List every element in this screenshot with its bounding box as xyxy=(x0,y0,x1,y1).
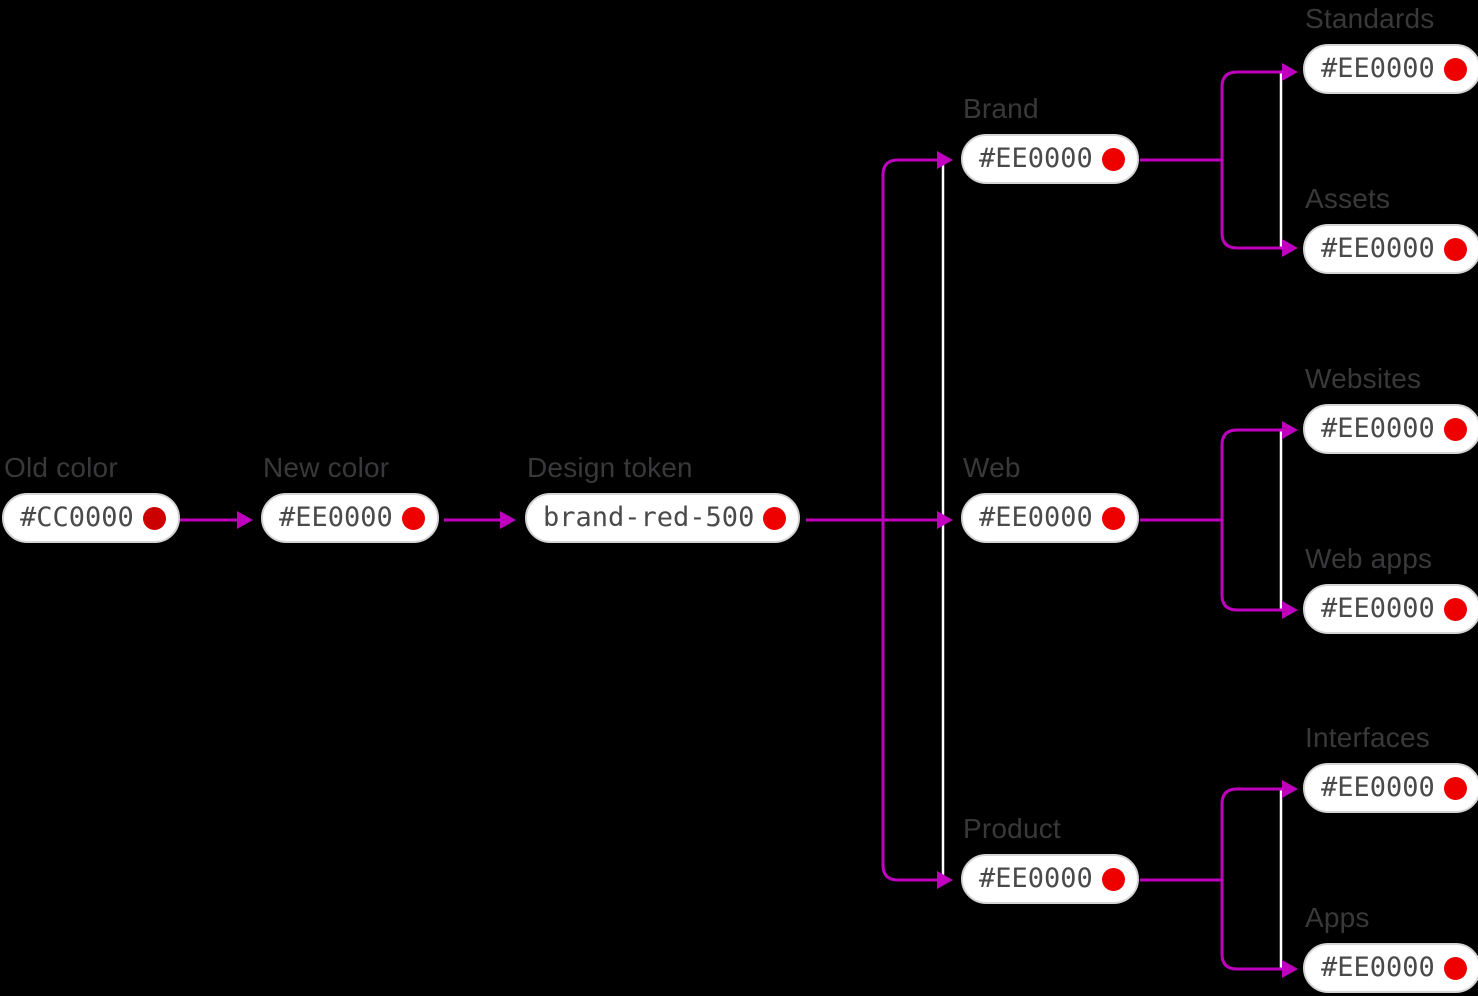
node-old-color: Old color #CC0000 xyxy=(2,452,180,543)
color-swatch-dot xyxy=(1443,776,1467,800)
node-label: Design token xyxy=(527,452,693,483)
node-apps: Apps #EE0000 xyxy=(1303,902,1478,993)
color-pill: #EE0000 xyxy=(1303,404,1478,454)
color-pill: #EE0000 xyxy=(961,854,1139,904)
color-pill: #EE0000 xyxy=(1303,44,1478,94)
color-pill: #EE0000 xyxy=(1303,224,1478,274)
connector-web-to-webapps xyxy=(1220,520,1283,612)
color-swatch-dot xyxy=(763,506,787,530)
connector-brand-to-assets xyxy=(1220,160,1283,250)
arrowhead-standards xyxy=(1282,63,1298,81)
node-websites: Websites #EE0000 xyxy=(1303,363,1478,454)
color-pill: #EE0000 xyxy=(961,134,1139,184)
arrowhead-brand xyxy=(937,151,953,169)
node-web-apps: Web apps #EE0000 xyxy=(1303,543,1478,634)
node-label: Web apps xyxy=(1305,543,1433,574)
arrowhead-websites xyxy=(1282,421,1298,439)
node-standards: Standards #EE0000 xyxy=(1303,3,1478,94)
node-new-color: New color #EE0000 xyxy=(261,452,439,543)
color-pill: #EE0000 xyxy=(1303,763,1478,813)
pill-value: #EE0000 xyxy=(1321,412,1435,444)
arrowhead-web xyxy=(937,511,953,529)
color-pill: #CC0000 xyxy=(2,493,180,543)
color-pill: #EE0000 xyxy=(1303,943,1478,993)
pill-value: #EE0000 xyxy=(1321,592,1435,624)
connector-web-to-websites xyxy=(1220,428,1283,520)
color-swatch-dot xyxy=(1443,237,1467,261)
node-product: Product #EE0000 xyxy=(961,813,1139,904)
color-swatch-dot xyxy=(1443,956,1467,980)
arrowhead-interfaces xyxy=(1282,780,1298,798)
node-label: Old color xyxy=(4,452,118,483)
node-web: Web #EE0000 xyxy=(961,452,1139,543)
pill-value: #CC0000 xyxy=(20,501,134,533)
pill-value: #EE0000 xyxy=(1321,232,1435,264)
pill-value: #EE0000 xyxy=(979,142,1093,174)
color-swatch-dot xyxy=(401,506,425,530)
pill-value: brand-red-500 xyxy=(543,501,755,533)
color-pill: #EE0000 xyxy=(261,493,439,543)
arrowhead-apps xyxy=(1282,960,1298,978)
connector-token-to-brand xyxy=(881,158,938,520)
node-label: Apps xyxy=(1305,902,1370,933)
node-assets: Assets #EE0000 xyxy=(1303,183,1478,274)
node-label: Brand xyxy=(963,93,1039,124)
color-pill: #EE0000 xyxy=(1303,584,1478,634)
node-label: Product xyxy=(963,813,1061,844)
connector-token-to-product xyxy=(881,520,938,882)
pill-value: #EE0000 xyxy=(279,501,393,533)
connector-product-to-interfaces xyxy=(1220,787,1283,880)
node-interfaces: Interfaces #EE0000 xyxy=(1303,722,1478,813)
arrowhead-webapps xyxy=(1282,601,1298,619)
token-pill: brand-red-500 xyxy=(525,493,801,543)
pill-value: #EE0000 xyxy=(1321,771,1435,803)
pill-value: #EE0000 xyxy=(979,501,1093,533)
connector-product-to-apps xyxy=(1220,880,1283,971)
connector-brand-to-standards xyxy=(1220,70,1283,160)
color-swatch-dot xyxy=(142,506,166,530)
node-label: Assets xyxy=(1305,183,1391,214)
pill-value: #EE0000 xyxy=(1321,52,1435,84)
color-swatch-dot xyxy=(1101,147,1125,171)
pill-value: #EE0000 xyxy=(1321,951,1435,983)
node-brand: Brand #EE0000 xyxy=(961,93,1139,184)
color-swatch-dot xyxy=(1101,867,1125,891)
color-pill: #EE0000 xyxy=(961,493,1139,543)
arrowhead-assets xyxy=(1282,239,1298,257)
color-swatch-dot xyxy=(1443,57,1467,81)
color-swatch-dot xyxy=(1443,597,1467,621)
node-label: Interfaces xyxy=(1305,722,1430,753)
arrowhead-product xyxy=(937,871,953,889)
node-label: Standards xyxy=(1305,3,1435,34)
arrowhead-design-token xyxy=(500,511,516,529)
color-swatch-dot xyxy=(1443,417,1467,441)
node-label: New color xyxy=(263,452,390,483)
arrowhead-new-color xyxy=(237,511,253,529)
node-label: Websites xyxy=(1305,363,1422,394)
node-label: Web xyxy=(963,452,1021,483)
node-design-token: Design token brand-red-500 xyxy=(525,452,801,543)
color-swatch-dot xyxy=(1101,506,1125,530)
pill-value: #EE0000 xyxy=(979,862,1093,894)
